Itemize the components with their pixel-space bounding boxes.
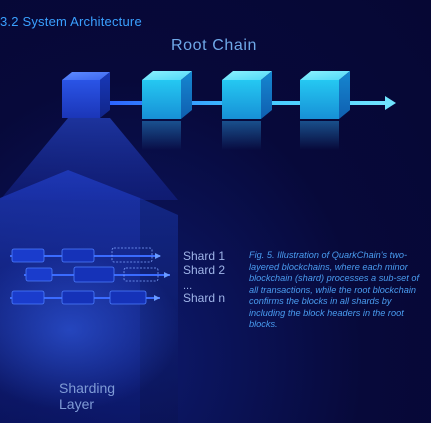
sharding-layer-label-line1: Sharding xyxy=(59,380,116,396)
root-block-projection xyxy=(0,118,178,200)
shard-chain-n xyxy=(10,290,160,305)
root-block-4 xyxy=(300,71,350,150)
shard-1-label: Shard 1 xyxy=(183,249,226,263)
root-chain-title: Root Chain xyxy=(171,37,258,54)
root-block-1 xyxy=(62,72,110,118)
sharding-layer-label: Sharding Layer xyxy=(59,380,115,412)
root-block-2 xyxy=(142,71,192,150)
shard-ellipsis: ... xyxy=(183,280,193,292)
figure-caption: Fig. 5. Illustration of QuarkChain's two… xyxy=(249,250,420,329)
shard-chain-2 xyxy=(24,266,170,283)
shard-chain-1 xyxy=(10,247,161,263)
shard-2-label: Shard 2 xyxy=(183,263,226,277)
shard-n-label: Shard n xyxy=(183,291,226,305)
section-title: 3.2 System Architecture xyxy=(0,14,142,29)
sharding-layer-label-line2: Layer xyxy=(59,396,95,412)
root-block-3 xyxy=(222,71,272,150)
